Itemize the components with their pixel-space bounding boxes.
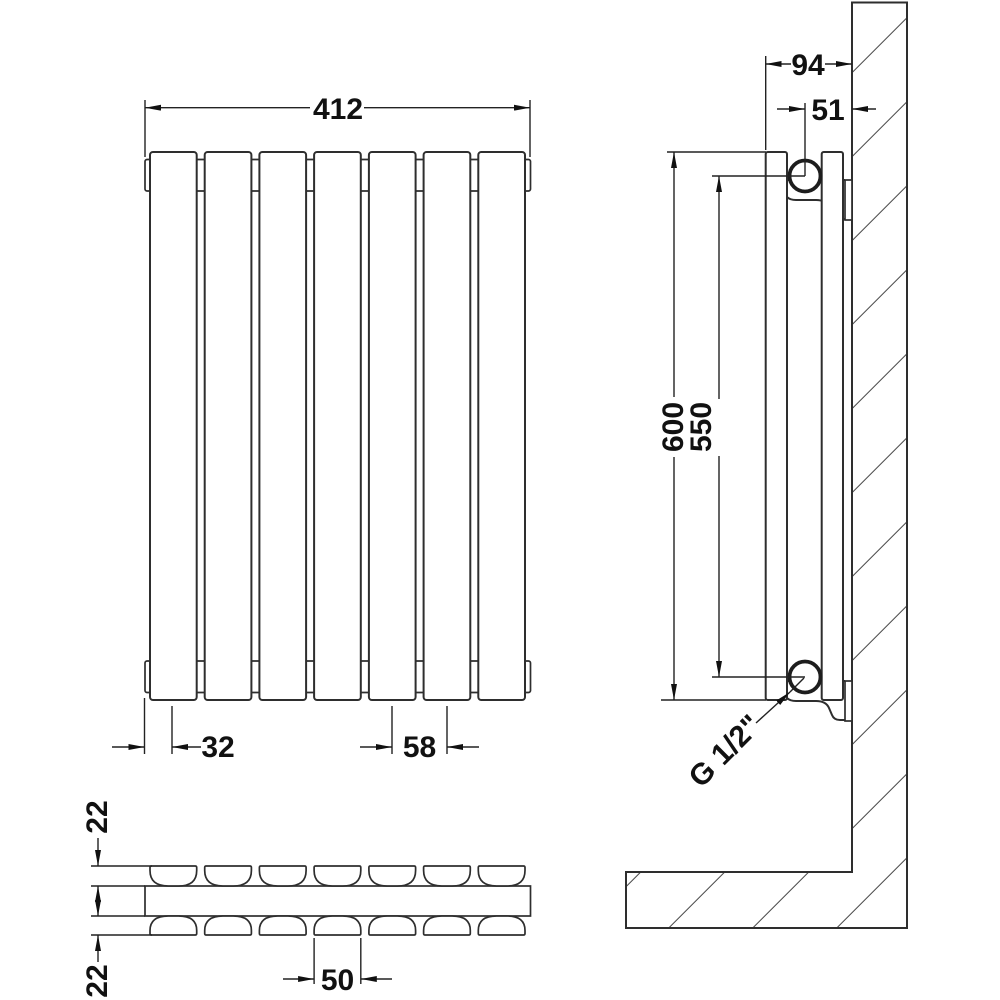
dim-600-label: 600 xyxy=(657,402,690,452)
section-rear-panel xyxy=(422,915,472,936)
section-front-panel xyxy=(203,865,253,887)
dim-32-label: 32 xyxy=(201,731,234,764)
radiator-panel xyxy=(258,151,308,701)
radiator-panel xyxy=(367,151,417,701)
radiator-panel xyxy=(477,151,526,701)
dim-pipe-centres: 550 xyxy=(685,176,722,677)
connection-callout: G 1/2" xyxy=(683,677,805,794)
section-rear-panel xyxy=(477,915,526,936)
wall-and-floor-hatched xyxy=(625,1,908,929)
dim-overall-width: 412 xyxy=(144,93,531,157)
radiator-panel xyxy=(422,151,472,701)
dim-pipe-centre-to-wall: 51 xyxy=(777,94,876,127)
dim-94-label: 94 xyxy=(791,49,825,82)
section-front-panel xyxy=(258,865,307,887)
dim-22-top-label: 22 xyxy=(81,800,114,833)
section-rear-panel xyxy=(258,915,307,936)
section-front-panel xyxy=(313,865,362,887)
dim-50-label: 50 xyxy=(321,964,354,997)
dim-overall-height: 600 xyxy=(657,151,766,701)
section-rear-panel xyxy=(203,915,253,936)
radiator-panel xyxy=(149,151,198,701)
radiator-panel xyxy=(313,151,362,701)
radiator-panel xyxy=(203,151,253,701)
dim-412-label: 412 xyxy=(313,93,363,126)
side-front-panel xyxy=(764,151,789,701)
side-rear-panel xyxy=(820,151,845,701)
dim-550-label: 550 xyxy=(685,402,718,452)
dim-58-label: 58 xyxy=(403,731,436,764)
section-front-panel xyxy=(368,865,417,887)
dim-depth-to-wall: 94 xyxy=(765,49,852,150)
dim-51-label: 51 xyxy=(811,94,844,127)
section-front-panel xyxy=(477,865,526,887)
dim-panel-depths: 22 22 xyxy=(81,800,152,998)
section-middle-channel xyxy=(144,885,532,917)
dim-end-to-channel: 32 xyxy=(112,698,235,764)
front-view: 412 32 58 xyxy=(112,93,532,764)
side-view: 94 51 600 550 xyxy=(625,1,908,929)
dim-channel-pitch: 58 xyxy=(360,706,479,764)
connection-size-label: G 1/2" xyxy=(683,709,768,794)
dim-22-bottom-label: 22 xyxy=(81,964,114,997)
section-rear-panel xyxy=(149,915,198,936)
section-view: 22 22 50 xyxy=(81,800,532,998)
section-rear-panel xyxy=(368,915,417,936)
dim-panel-width: 50 xyxy=(283,938,392,997)
section-rear-panel xyxy=(313,915,362,936)
section-front-panel xyxy=(422,865,472,887)
section-front-panel xyxy=(149,865,198,887)
